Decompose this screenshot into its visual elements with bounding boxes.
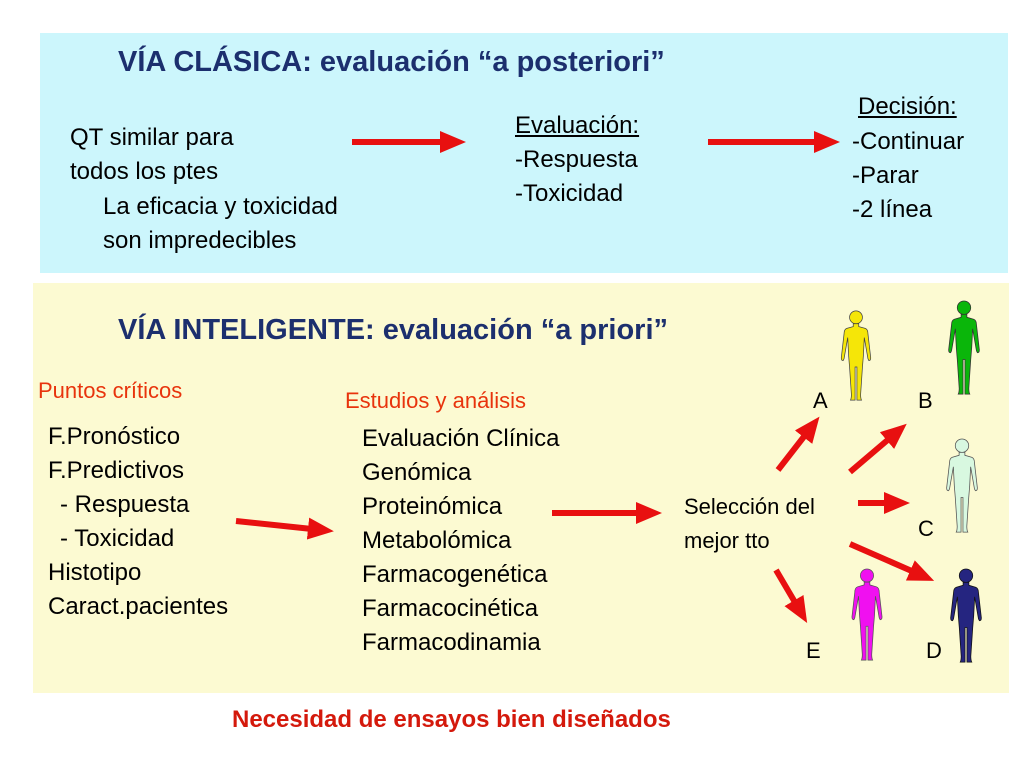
intelligent-title: VÍA INTELIGENTE: evaluación “a priori” [118, 314, 669, 346]
studies-item-4: Metabolómica [362, 527, 512, 554]
critical-item-3: - Respuesta [60, 491, 190, 518]
person-figure-c-icon [946, 438, 978, 533]
critical-list: F.Pronóstico F.Predictivos - Respuesta -… [48, 420, 228, 624]
selection-line-2: mejor tto [684, 528, 770, 553]
person-figure-b-icon [948, 300, 980, 395]
decision-item-2: -Parar [852, 162, 919, 189]
figure-label-c: C [918, 516, 934, 541]
arrow-to-a [775, 416, 820, 472]
studies-item-7: Farmacodinamia [362, 629, 541, 656]
evaluation-item-2: -Toxicidad [515, 180, 624, 207]
decision-heading: Decisión: [858, 93, 957, 120]
classic-note: La eficacia y toxicidad son impredecible… [103, 190, 338, 258]
classic-left-line-1: QT similar para [70, 124, 234, 151]
person-figure-a-icon [840, 310, 872, 401]
studies-item-2: Genómica [362, 459, 472, 486]
arrow-to-b [848, 423, 907, 475]
decision-item-1: -Continuar [852, 128, 965, 155]
critical-item-2: F.Predictivos [48, 457, 185, 484]
critical-heading: Puntos críticos [38, 378, 183, 403]
studies-item-6: Farmacocinética [362, 595, 539, 622]
studies-item-3: Proteinómica [362, 493, 503, 520]
studies-item-5: Farmacogenética [362, 561, 548, 588]
critical-item-4: - Toxicidad [60, 525, 175, 552]
decision-item-3: -2 línea [852, 196, 933, 223]
critical-item-1: F.Pronóstico [48, 423, 181, 450]
critical-item-6: Caract.pacientes [48, 593, 229, 620]
figure-label-b: B [918, 388, 933, 413]
person-figure-e-icon [851, 568, 883, 661]
classic-panel [40, 33, 1008, 273]
decision-block: -Continuar -Parar -2 línea [852, 125, 964, 227]
arrow-to-e [773, 568, 808, 623]
evaluation-heading: Evaluación: [515, 112, 640, 139]
evaluation-item-1: -Respuesta [515, 146, 638, 173]
selection-line-1: Selección del [684, 494, 815, 519]
classic-note-line-2: son impredecibles [103, 227, 297, 254]
studies-list: Evaluación Clínica Genómica Proteinómica… [362, 422, 559, 660]
selection-block: Selección del mejor tto [684, 490, 815, 558]
footer-note: Necesidad de ensayos bien diseñados [232, 706, 671, 733]
figure-label-d: D [926, 638, 942, 663]
arrow-to-d [848, 541, 935, 581]
person-figure-d-icon [950, 568, 982, 663]
figure-label-a: A [813, 388, 828, 413]
studies-item-1: Evaluación Clínica [362, 425, 560, 452]
studies-heading: Estudios y análisis [345, 388, 526, 413]
classic-title: VÍA CLÁSICA: evaluación “a posteriori” [118, 46, 665, 78]
figure-label-e: E [806, 638, 821, 663]
classic-note-line-1: La eficacia y toxicidad [103, 193, 338, 220]
critical-item-5: Histotipo [48, 559, 142, 586]
decision-heading-wrap: Decisión: [858, 90, 957, 124]
classic-left-text: QT similar para todos los ptes [70, 121, 234, 189]
evaluation-block: Evaluación: -Respuesta -Toxicidad [515, 109, 639, 211]
intelligent-panel [33, 283, 1009, 693]
arrow-critical-to-studies [235, 517, 334, 540]
classic-left-line-2: todos los ptes [70, 158, 219, 185]
